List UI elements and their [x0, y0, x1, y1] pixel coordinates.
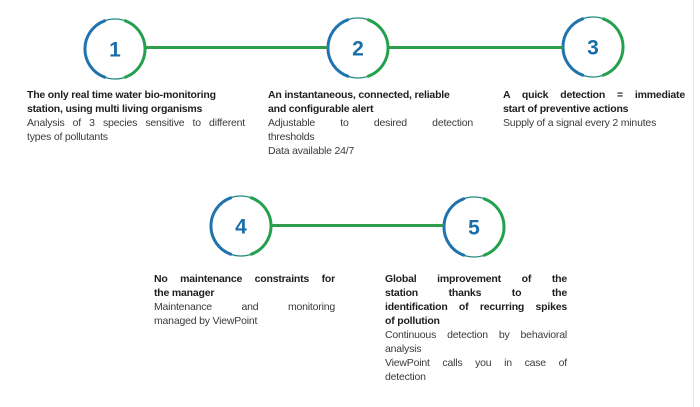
step-3-title-line-1: A quick detection = immediate: [503, 89, 685, 101]
step-1-text: The only real time water bio-monitoring …: [27, 88, 245, 144]
step-number-2: 2: [352, 38, 364, 61]
step-4-body-line-1: Maintenance and monitoring: [154, 301, 335, 313]
step-2-body: Adjustable to desired detection threshol…: [268, 116, 473, 158]
step-number-4: 4: [235, 216, 247, 239]
step-5-title-line-3: identification of recurring spikes: [385, 301, 567, 313]
step-3-title: A quick detection = immediate start of p…: [503, 88, 685, 116]
right-edge-accent-line: [693, 0, 694, 407]
step-2-body-line-2: thresholds: [268, 131, 315, 143]
step-5-body-line-2: analysis: [385, 343, 422, 355]
step-5-title-line-4: of pollution: [385, 315, 440, 327]
step-3-body-line-1: Supply of a signal every 2 minutes: [503, 117, 657, 129]
step-5-body-line-1: Continuous detection by behavioral: [385, 329, 567, 341]
connector-step2-step3: [387, 46, 563, 49]
step-4-title: No maintenance constraints for the manag…: [154, 272, 335, 300]
step-2-text: An instantaneous, connected, reliable an…: [268, 88, 473, 158]
step-5-body-line-3: ViewPoint calls you in case of: [385, 357, 567, 369]
step-4-text: No maintenance constraints for the manag…: [154, 272, 335, 328]
step-3-text: A quick detection = immediate start of p…: [503, 88, 685, 130]
step-2-body-line-1: Adjustable to desired detection: [268, 117, 473, 129]
step-number-5: 5: [468, 217, 480, 240]
step-5-title: Global improvement of the station thanks…: [385, 272, 567, 328]
step-4-title-line-1: No maintenance constraints for: [154, 273, 335, 285]
step-1-body-line-1: Analysis of 3 species sensitive to diffe…: [27, 117, 245, 129]
step-5-title-line-2: station thanks to the: [385, 287, 567, 299]
step-1-body-line-2: types of pollutants: [27, 131, 108, 143]
step-5-text: Global improvement of the station thanks…: [385, 272, 567, 384]
step-3-title-line-2: start of preventive actions: [503, 103, 629, 115]
step-4-body-line-2: managed by ViewPoint: [154, 315, 258, 327]
step-circle-3: 3: [561, 16, 625, 78]
step-1-title: The only real time water bio-monitoring …: [27, 88, 245, 116]
step-circle-5: 5: [442, 196, 506, 258]
step-1-title-line-2: station, using multi living organisms: [27, 103, 203, 115]
step-3-body: Supply of a signal every 2 minutes: [503, 116, 685, 130]
step-5-body-line-4: detection: [385, 371, 426, 383]
step-5-body: Continuous detection by behavioral analy…: [385, 328, 567, 384]
step-number-3: 3: [587, 37, 599, 60]
connector-step4-step5: [270, 224, 444, 227]
step-2-body-line-3: Data available 24/7: [268, 145, 355, 157]
step-circle-2: 2: [326, 17, 390, 79]
step-circle-4: 4: [209, 195, 273, 257]
step-4-title-line-2: the manager: [154, 287, 215, 299]
step-1-body: Analysis of 3 species sensitive to diffe…: [27, 116, 245, 144]
step-2-title-line-1: An instantaneous, connected, reliable: [268, 89, 450, 101]
step-2-title-line-2: and configurable alert: [268, 103, 374, 115]
step-2-title: An instantaneous, connected, reliable an…: [268, 88, 473, 116]
step-5-title-line-1: Global improvement of the: [385, 273, 567, 285]
step-circle-1: 1: [83, 18, 147, 80]
step-4-body: Maintenance and monitoring managed by Vi…: [154, 300, 335, 328]
step-1-title-line-1: The only real time water bio-monitoring: [27, 89, 216, 101]
connector-step1-step2: [144, 46, 328, 49]
step-number-1: 1: [109, 39, 121, 62]
